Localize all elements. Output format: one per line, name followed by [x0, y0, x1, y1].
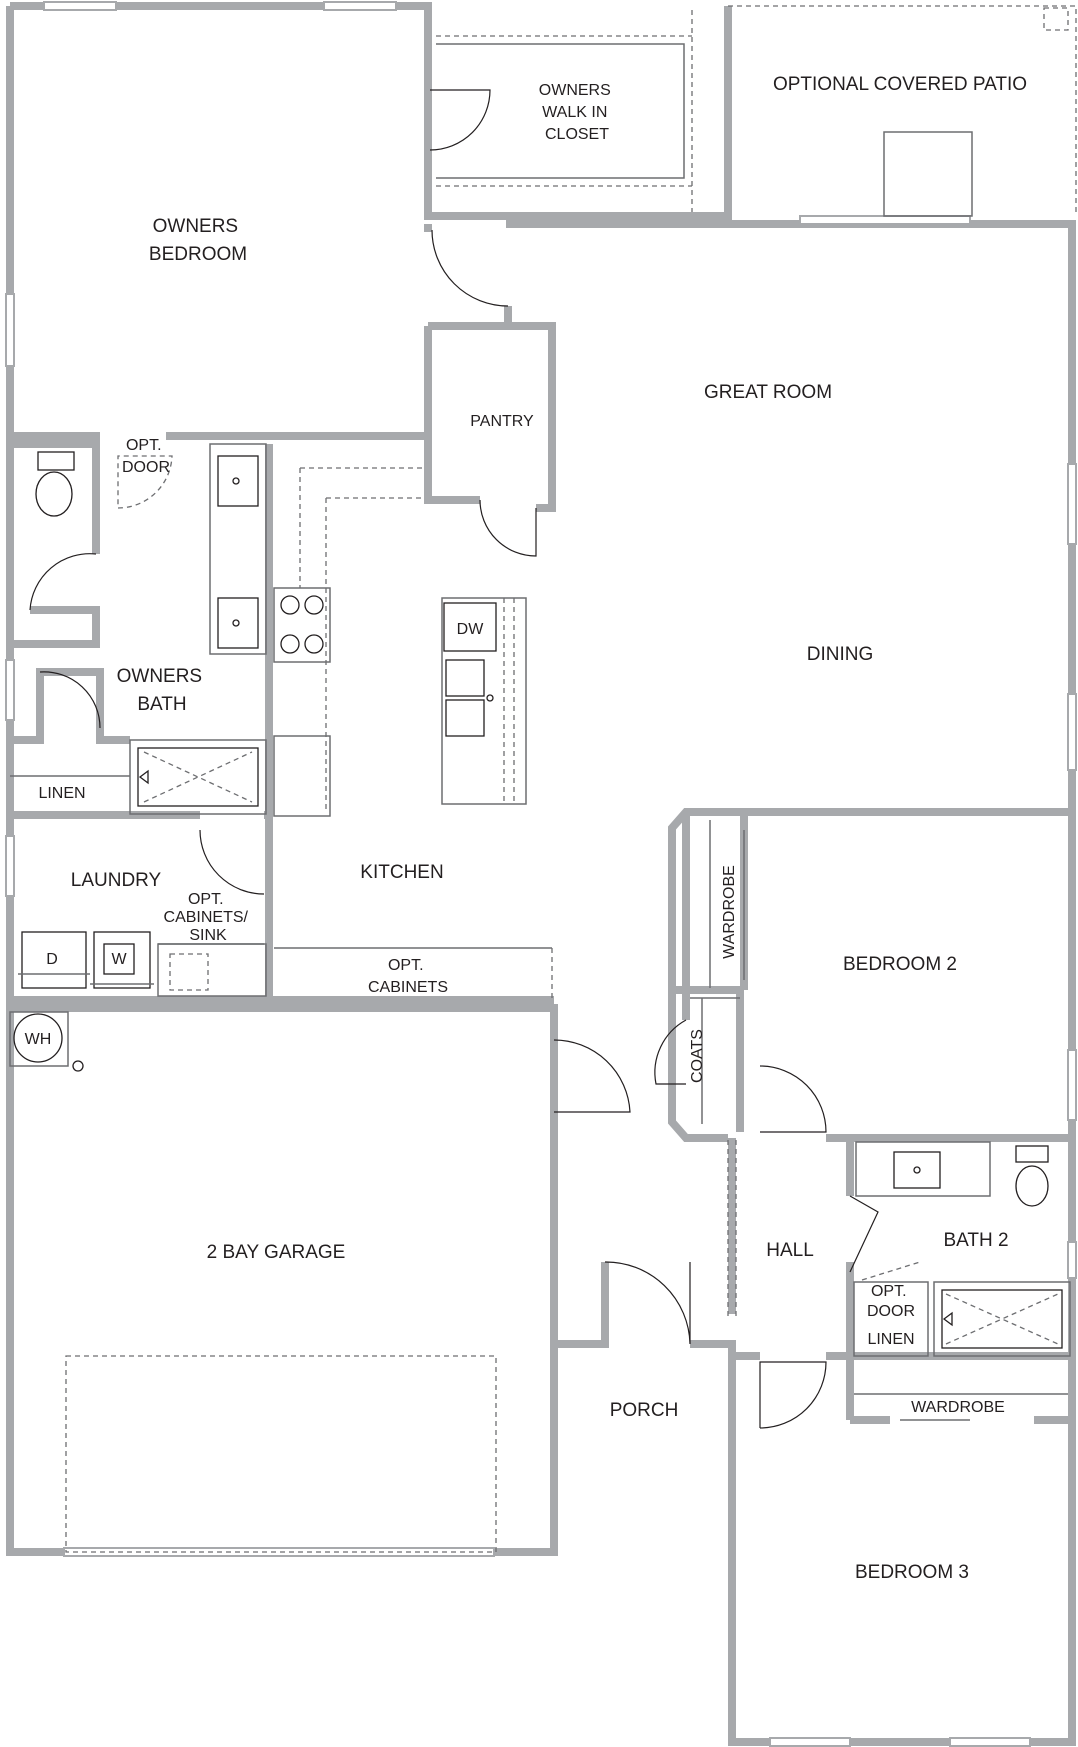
- garage-door-outline: [65, 1355, 497, 1553]
- covered-patio-outline: [728, 5, 1077, 217]
- pantry-label: PANTRY: [470, 413, 534, 430]
- water-heater-label: WH: [25, 1031, 52, 1048]
- dining-label: DINING: [807, 644, 874, 665]
- walk-in-closet-label: OWNERS WALK IN CLOSET: [539, 82, 615, 143]
- kitchen-fixtures: [273, 467, 553, 1000]
- owners-bath-fixtures: [10, 443, 267, 815]
- laundry-fixtures: [9, 931, 267, 1072]
- hall-label: HALL: [766, 1240, 814, 1261]
- covered-patio-label: OPTIONAL COVERED PATIO: [773, 74, 1027, 95]
- great-room-label: GREAT ROOM: [704, 382, 832, 403]
- linen-owners-label: LINEN: [38, 785, 85, 802]
- dryer-label: D: [46, 951, 58, 968]
- wardrobe-bed2-label: WARDROBE: [721, 865, 738, 959]
- porch-label: PORCH: [610, 1400, 679, 1421]
- bath-2-fixtures: [853, 1141, 1071, 1421]
- owners-bedroom-label: OWNERS BEDROOM: [149, 216, 247, 265]
- doors: [29, 229, 921, 1429]
- kitchen-label: KITCHEN: [360, 862, 443, 883]
- owners-bath-label: OWNERS BATH: [117, 666, 208, 715]
- bedroom-2-label: BEDROOM 2: [843, 954, 957, 975]
- opt-cabinets-label: OPT. CABINETS: [368, 957, 448, 996]
- opt-door-bath2-label: OPT. DOOR: [867, 1283, 915, 1320]
- opt-door-owners-label: OPT. DOOR: [122, 437, 170, 476]
- laundry-label: LAUNDRY: [71, 870, 162, 891]
- dishwasher-label: DW: [457, 621, 485, 638]
- garage-label: 2 BAY GARAGE: [207, 1242, 346, 1263]
- washer-label: W: [111, 951, 127, 968]
- wardrobe-bed3-label: WARDROBE: [911, 1399, 1005, 1416]
- linen-bath2-label: LINEN: [867, 1331, 914, 1348]
- bath-2-label: BATH 2: [943, 1230, 1008, 1251]
- bedroom-2-fixtures: [690, 820, 745, 1124]
- opt-cabinets-sink-label: OPT. CABINETS/ SINK: [164, 891, 253, 944]
- bedroom-3-label: BEDROOM 3: [855, 1562, 969, 1583]
- windows: [5, 1, 1077, 1747]
- coats-label: COATS: [689, 1029, 706, 1083]
- room-labels: OWNERS BEDROOM OWNERS WALK IN CLOSET OPT…: [25, 74, 1027, 1583]
- walls: [6, 2, 1076, 1746]
- closet-shelves: [429, 10, 693, 212]
